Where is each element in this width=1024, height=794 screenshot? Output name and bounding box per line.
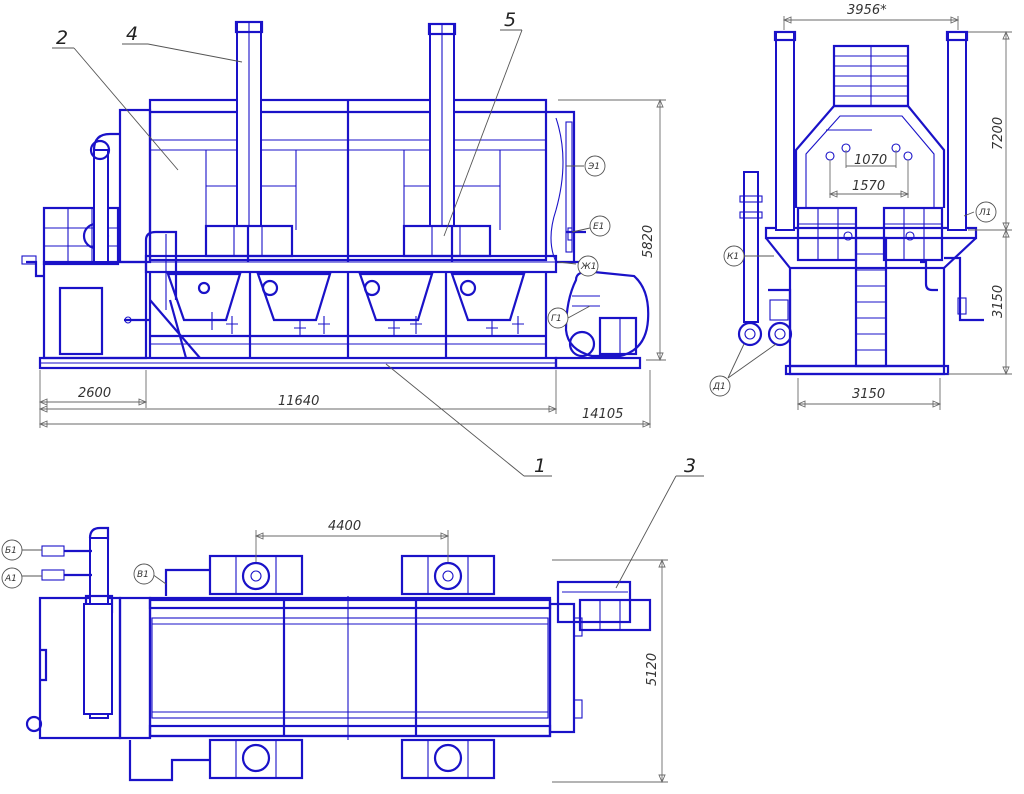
side-view xyxy=(737,16,1012,410)
plan-view xyxy=(25,526,668,784)
port-bubble-zh1: Ж1 xyxy=(577,255,599,277)
svg-text:Д1: Д1 xyxy=(712,382,726,392)
position-2: 2 xyxy=(56,27,68,49)
leader-lines xyxy=(22,29,975,589)
dim-7200: 7200 xyxy=(991,117,1006,150)
port-bubble-v1: В1 xyxy=(133,563,155,585)
dim-2600: 2600 xyxy=(78,386,111,401)
port-bubble-l1: Л1 xyxy=(975,201,997,223)
svg-text:К1: К1 xyxy=(727,252,739,262)
position-3: 3 xyxy=(684,455,696,477)
dim-5120: 5120 xyxy=(645,653,660,686)
svg-text:А1: А1 xyxy=(4,574,17,584)
port-bubble-g1: Г1 xyxy=(547,307,569,329)
port-bubble-k1: К1 xyxy=(723,245,745,267)
dim-11640: 11640 xyxy=(278,394,319,409)
port-bubble-ye1: Е1 xyxy=(589,215,611,237)
dim-1070: 1070 xyxy=(854,153,887,168)
svg-text:Л1: Л1 xyxy=(978,208,992,218)
svg-text:Ж1: Ж1 xyxy=(580,262,596,272)
svg-text:Г1: Г1 xyxy=(551,314,562,324)
dim-3150-vertical: 3150 xyxy=(991,285,1006,318)
position-4: 4 xyxy=(126,23,138,45)
svg-text:Е1: Е1 xyxy=(593,222,604,232)
svg-text:В1: В1 xyxy=(137,570,149,580)
dim-3150-horizontal: 3150 xyxy=(852,387,885,402)
position-1: 1 xyxy=(534,455,546,477)
svg-text:Б1: Б1 xyxy=(5,546,17,556)
position-5: 5 xyxy=(504,9,516,31)
front-view xyxy=(21,20,666,428)
dim-5820: 5820 xyxy=(641,225,656,258)
port-bubble-b1: Б1 xyxy=(1,539,23,561)
svg-text:Э1: Э1 xyxy=(587,162,600,172)
port-bubble-e1: Э1 xyxy=(584,155,606,177)
port-bubble-d1: Д1 xyxy=(709,375,731,397)
dim-1570: 1570 xyxy=(852,179,885,194)
dim-3956: 3956* xyxy=(847,3,887,18)
dim-4400: 4400 xyxy=(328,519,361,534)
port-bubble-a1: А1 xyxy=(1,567,23,589)
dim-14105: 14105 xyxy=(582,407,623,422)
